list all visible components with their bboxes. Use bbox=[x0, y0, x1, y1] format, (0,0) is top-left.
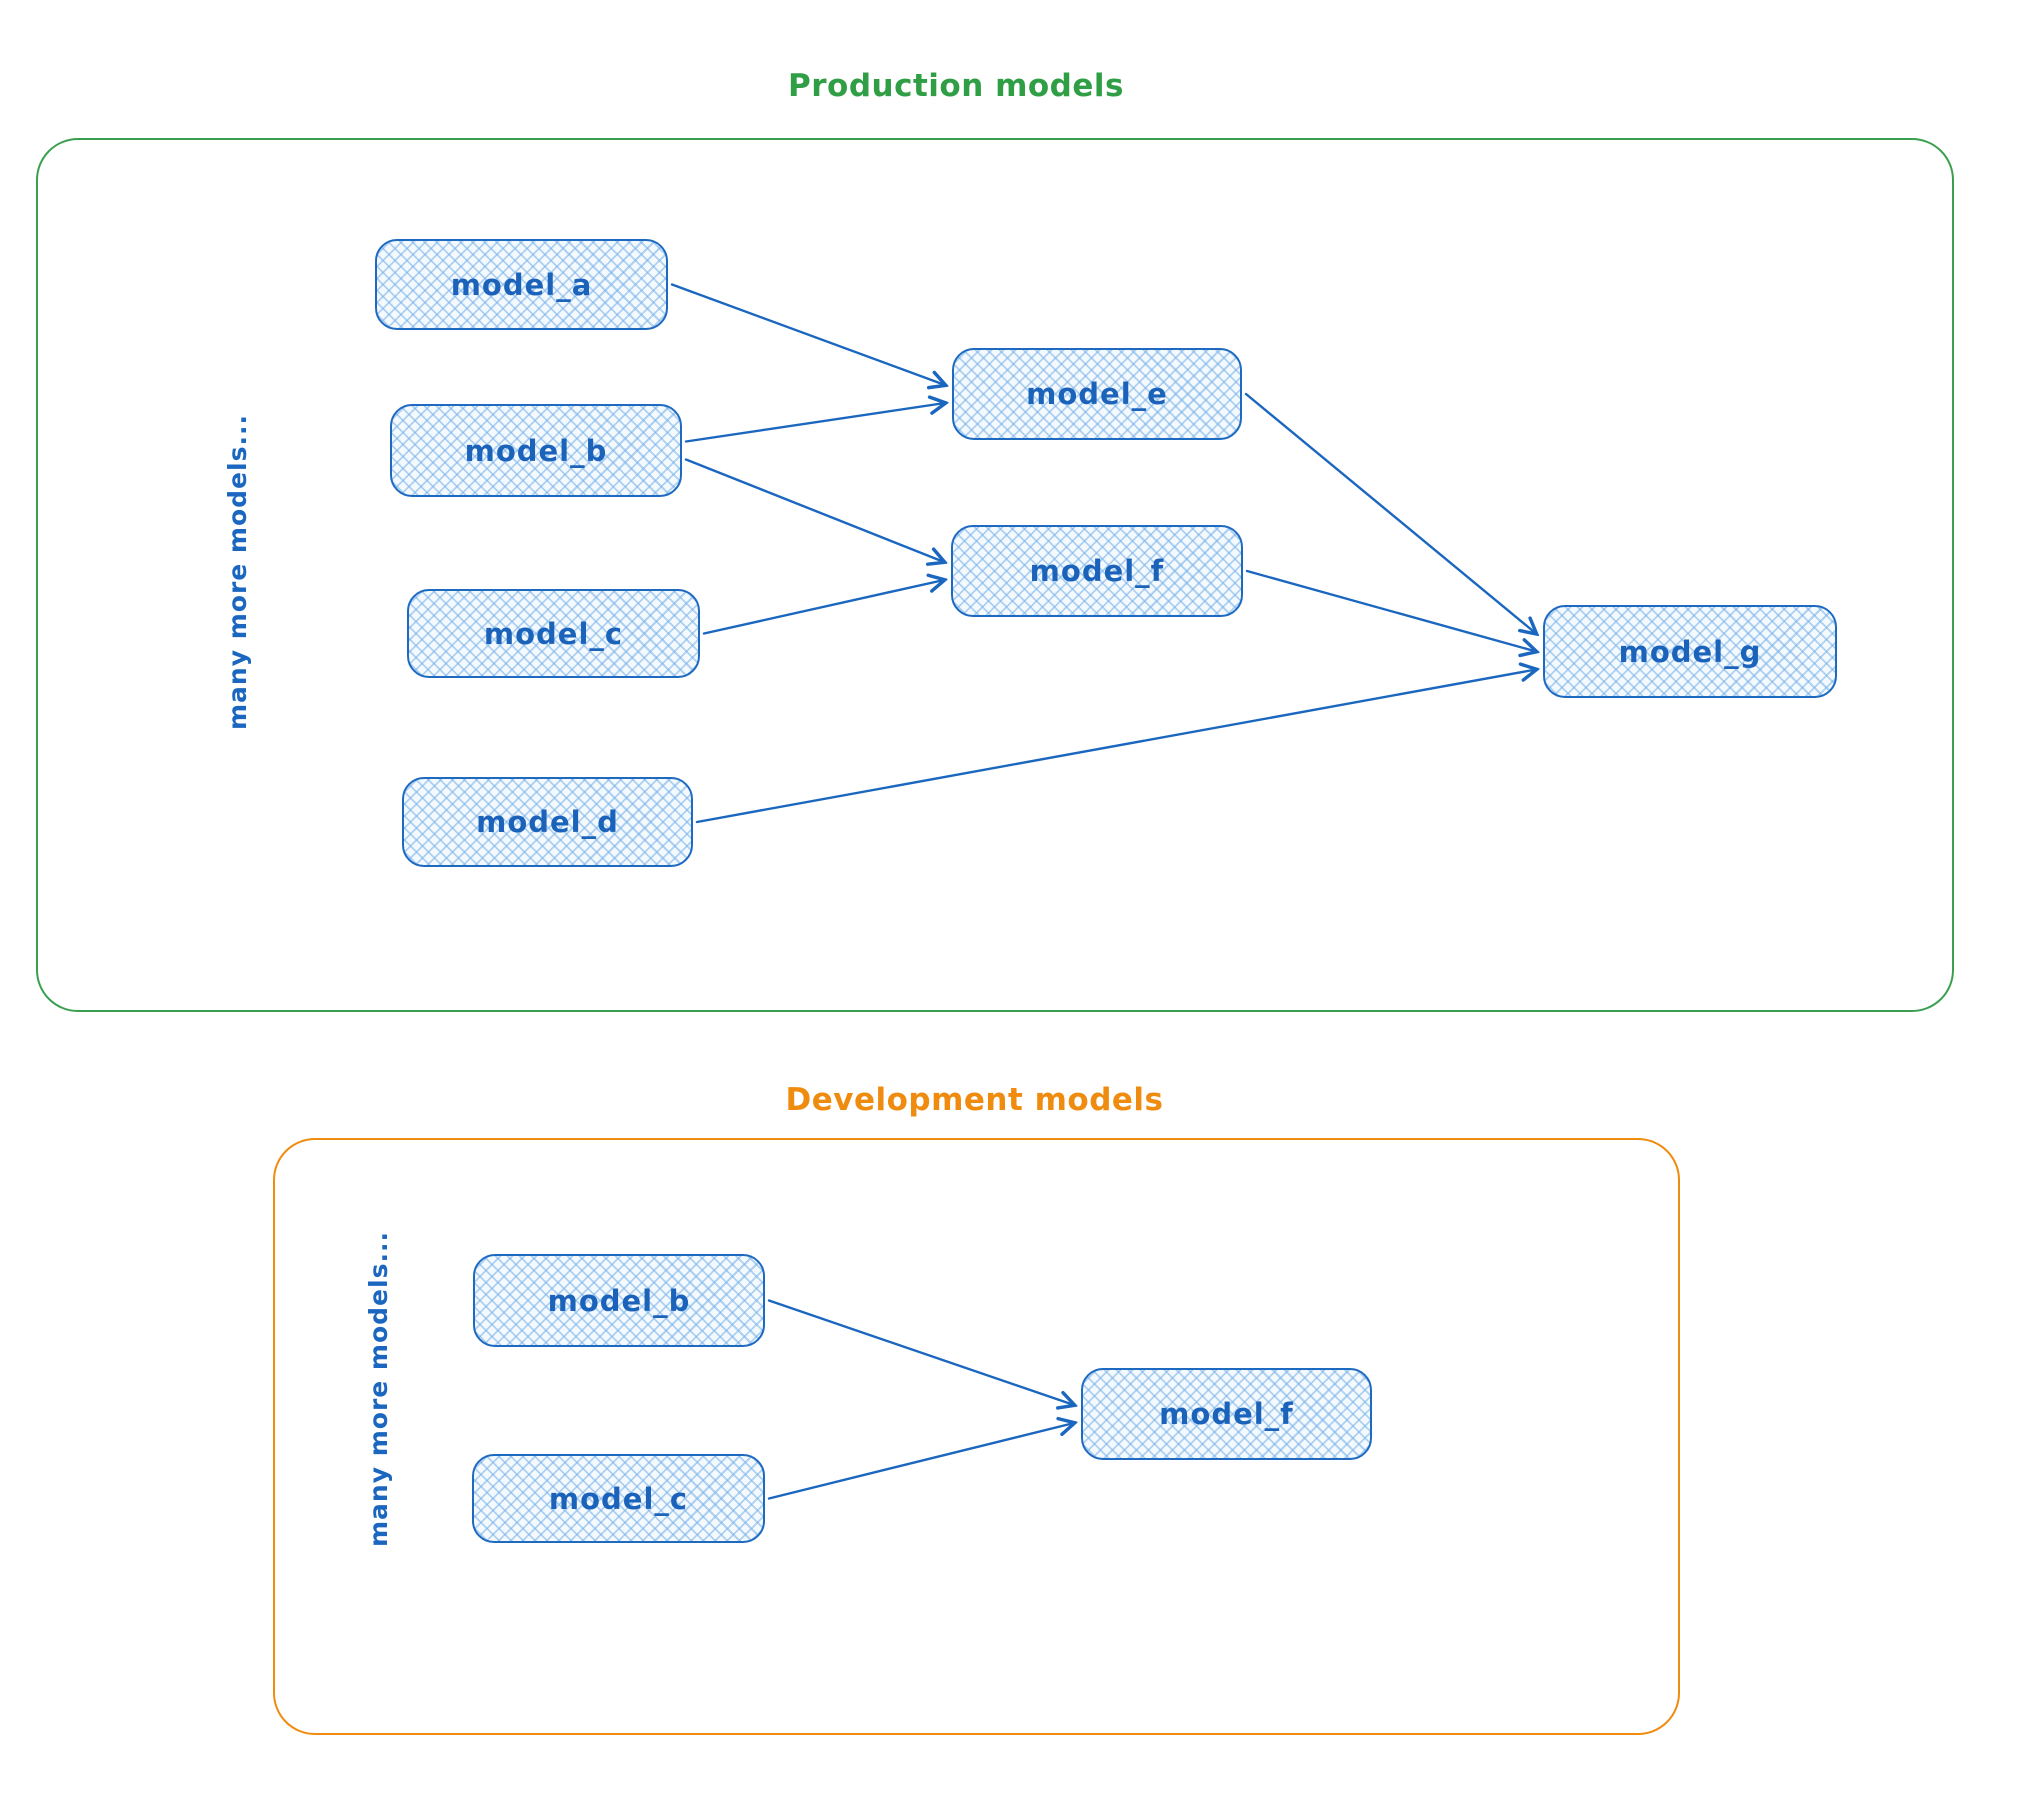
node-dev-model-c-label: model_c bbox=[548, 1481, 689, 1516]
node-model-b-label: model_b bbox=[464, 433, 608, 468]
node-model-d-label: model_d bbox=[476, 805, 619, 839]
node-model-c[interactable]: model_c bbox=[407, 589, 700, 678]
node-model-e[interactable]: model_e bbox=[952, 348, 1242, 440]
node-model-c-label: model_c bbox=[483, 616, 624, 651]
node-model-a-label: model_a bbox=[450, 267, 593, 302]
node-dev-model-b-label: model_b bbox=[547, 1283, 691, 1318]
development-title: Development models bbox=[785, 1082, 1164, 1118]
production-frame bbox=[36, 138, 1954, 1012]
node-model-f[interactable]: model_f bbox=[951, 525, 1243, 617]
development-frame bbox=[273, 1138, 1680, 1735]
node-dev-model-f-label: model_f bbox=[1159, 1397, 1294, 1431]
production-title: Production models bbox=[788, 68, 1124, 104]
node-model-d[interactable]: model_d bbox=[402, 777, 693, 867]
node-model-g-label: model_g bbox=[1618, 634, 1762, 669]
node-model-f-label: model_f bbox=[1029, 554, 1165, 588]
node-model-e-label: model_e bbox=[1026, 377, 1168, 411]
development-side-label: many more models... bbox=[364, 1231, 393, 1547]
node-model-b[interactable]: model_b bbox=[390, 404, 682, 497]
node-model-g[interactable]: model_g bbox=[1543, 605, 1837, 698]
production-side-label: many more models... bbox=[223, 414, 252, 730]
node-dev-model-f[interactable]: model_f bbox=[1081, 1368, 1372, 1460]
node-dev-model-c[interactable]: model_c bbox=[472, 1454, 765, 1543]
node-dev-model-b[interactable]: model_b bbox=[473, 1254, 765, 1347]
node-model-a[interactable]: model_a bbox=[375, 239, 668, 330]
